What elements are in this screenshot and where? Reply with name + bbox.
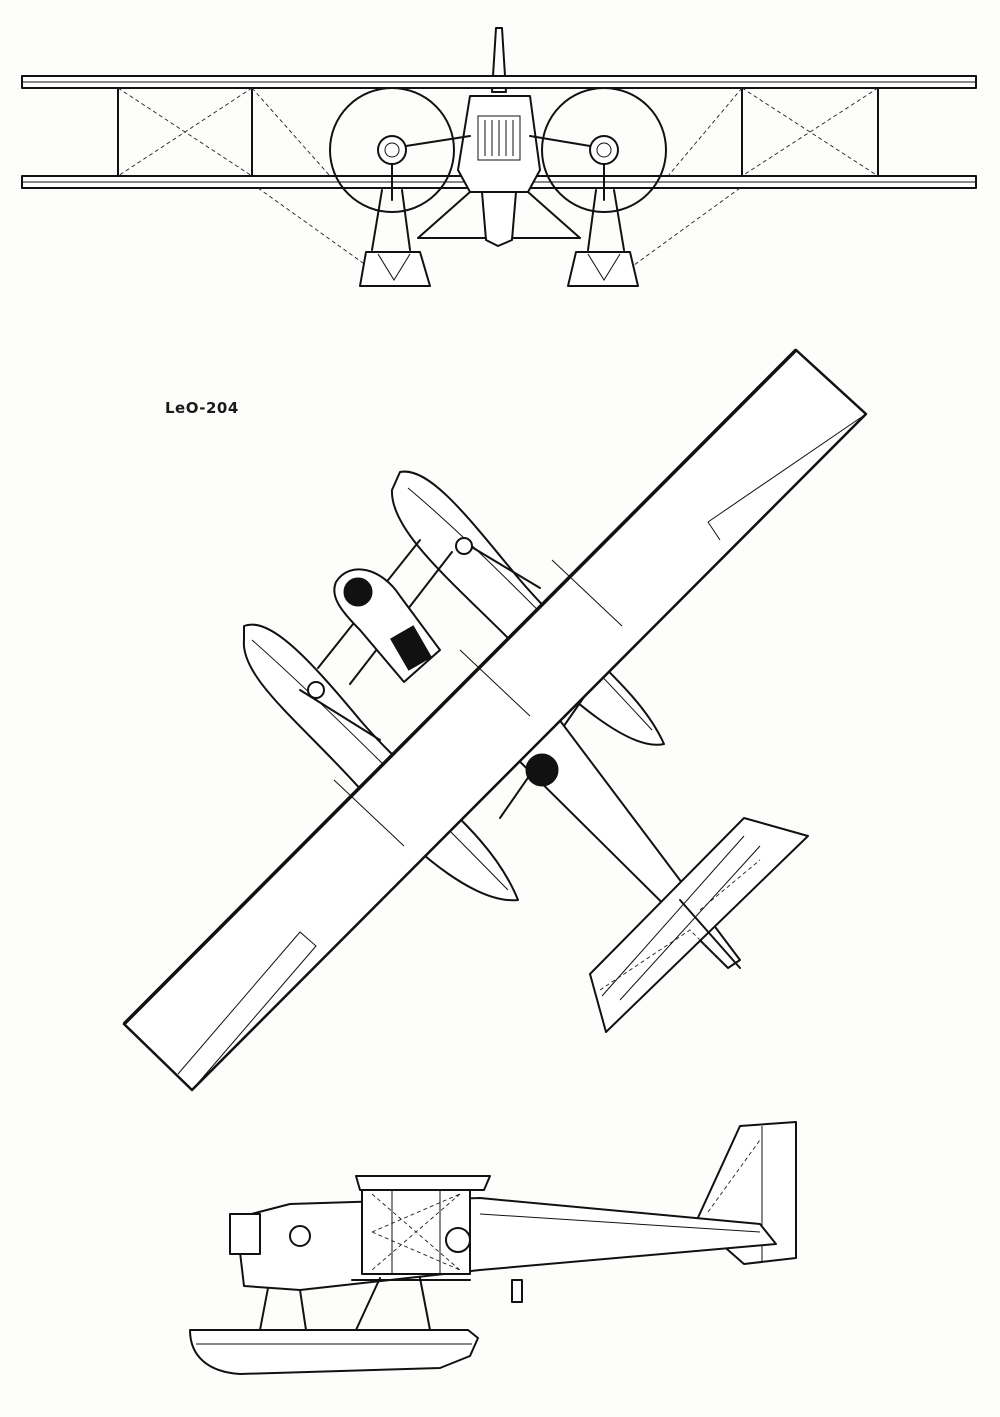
front-right-propeller-disc	[541, 87, 667, 213]
front-right-engine	[589, 135, 619, 201]
side-float-struts	[259, 1277, 523, 1331]
front-left-engine	[377, 135, 407, 201]
plan-tailplane	[589, 817, 809, 1033]
side-fuselage	[235, 1197, 777, 1291]
front-left-propeller-disc	[329, 87, 455, 213]
front-right-float	[567, 251, 639, 287]
side-front-engine	[229, 1213, 311, 1255]
front-left-float	[359, 251, 431, 287]
side-float	[189, 1329, 479, 1375]
plan-front-cockpit	[343, 577, 373, 607]
side-rear-engine	[445, 1227, 471, 1253]
side-upper-wing	[355, 1175, 491, 1191]
front-float-struts	[371, 189, 625, 251]
front-struts	[117, 87, 879, 269]
plan-rear-cockpit	[525, 753, 559, 787]
aircraft-designation: LeO-204	[165, 399, 239, 417]
